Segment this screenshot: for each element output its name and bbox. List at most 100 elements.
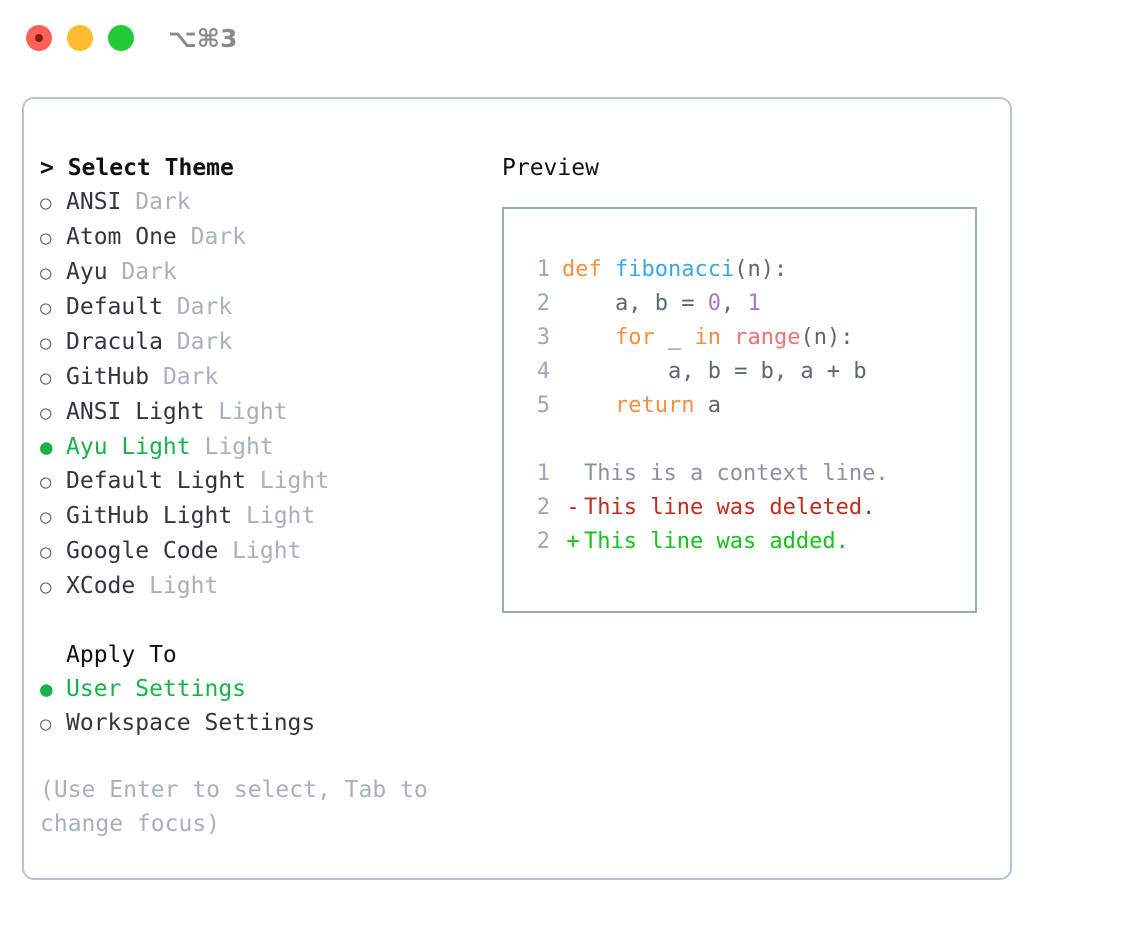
code-token: 1 (747, 291, 761, 316)
diff-line: 2 +This line was added. (520, 525, 975, 559)
code-token: def (562, 257, 615, 282)
zoom-button[interactable] (108, 25, 134, 51)
theme-option-variant: Dark (176, 224, 247, 250)
code-token (721, 325, 734, 350)
line-number: 3 (536, 325, 550, 350)
theme-option-label: XCode (66, 573, 136, 599)
radio-unselected-icon: ○ (40, 262, 52, 284)
select-theme-heading: > Select Theme (40, 155, 234, 181)
theme-option[interactable]: ○GitHub Light Light (40, 499, 480, 534)
code-token: in (694, 325, 721, 350)
apply-to-option[interactable]: ● User Settings (40, 672, 480, 706)
code-line: 1 def fibonacci(n): (520, 253, 975, 287)
apply-to-option-label: User Settings (66, 676, 247, 702)
diff-text: This is a context line. (584, 461, 889, 486)
radio-unselected-icon: ○ (40, 541, 52, 563)
theme-option[interactable]: ○Ayu Dark (40, 255, 480, 290)
line-number: 2 (536, 291, 550, 316)
theme-picker-column: > Select Theme ○ANSI Dark○Atom One Dark○… (40, 151, 480, 841)
code-token: (n): (734, 257, 788, 282)
code-token: return (614, 393, 695, 418)
code-line: 4 a, b = b, a + b (520, 355, 975, 389)
theme-option[interactable]: ○ Dracula Dark (40, 325, 480, 360)
code-line: 5 return a (520, 389, 975, 423)
theme-option[interactable]: ○ Default Dark (40, 290, 480, 325)
theme-option[interactable]: ○ Default Light Light (40, 464, 480, 499)
theme-option[interactable]: ○ANSI Dark (40, 185, 480, 220)
theme-option-variant: Light (218, 538, 302, 564)
radio-selected-icon: ● (40, 677, 53, 701)
code-token (562, 393, 615, 418)
code-token: fibonacci (614, 257, 735, 282)
apply-to-option-label: Workspace Settings (66, 710, 316, 736)
code-token: a, b = b, a + b (562, 359, 867, 384)
apply-to-list: ● User Settings ○ Workspace Settings (40, 672, 480, 741)
line-number: 2 (536, 529, 550, 554)
main-panel: > Select Theme ○ANSI Dark○Atom One Dark○… (22, 97, 1012, 880)
theme-option-variant: Light (204, 399, 288, 425)
line-number: 1 (536, 461, 550, 486)
theme-option[interactable]: ○ XCode Light (40, 569, 480, 604)
diff-marker: - (566, 495, 580, 520)
code-token: range (734, 325, 801, 350)
code-text: return a (562, 389, 721, 423)
diff-text: This line was added. (584, 529, 849, 554)
radio-unselected-icon: ○ (40, 713, 52, 735)
theme-option-variant: Dark (149, 364, 219, 390)
code-token: 0 (707, 291, 721, 316)
theme-option-label: Dracula (66, 329, 163, 355)
diff-text: This line was deleted. (584, 495, 876, 520)
line-number: 4 (536, 359, 550, 384)
radio-unselected-icon: ○ (40, 192, 52, 214)
close-button[interactable] (26, 25, 52, 51)
theme-option-label: Ayu Light (66, 434, 191, 460)
code-text: def fibonacci(n): (562, 253, 787, 287)
theme-option-label: GitHub (66, 364, 150, 390)
code-token (562, 325, 615, 350)
theme-option-label: Default Light (66, 468, 247, 494)
code-token: a (694, 393, 721, 418)
theme-option-variant: Dark (162, 294, 233, 320)
diff-line: 2-This line was deleted. (520, 491, 975, 525)
diff-marker: + (566, 529, 580, 554)
code-token: a, b = (562, 291, 708, 316)
radio-unselected-icon: ○ (40, 332, 52, 354)
apply-to-heading: Apply To (66, 642, 177, 668)
theme-option-label: GitHub Light (66, 503, 233, 529)
theme-option[interactable]: ○Atom One Dark (40, 220, 480, 255)
code-token: _ (654, 325, 695, 350)
theme-option-label: Google Code (66, 538, 219, 564)
preview-title: Preview (502, 155, 599, 181)
radio-unselected-icon: ○ (40, 471, 52, 493)
title-bar: ⌥⌘3 (0, 0, 1140, 78)
theme-option-label: Default (66, 294, 163, 320)
theme-option[interactable]: ○ Google Code Light (40, 534, 480, 569)
theme-option-variant: Light (135, 573, 219, 599)
radio-unselected-icon: ○ (40, 227, 52, 249)
code-token: (n): (800, 325, 854, 350)
radio-selected-icon: ● (40, 435, 53, 459)
radio-unselected-icon: ○ (40, 402, 52, 424)
code-token: for (614, 325, 655, 350)
theme-option[interactable]: ○ ANSI Light Light (40, 395, 480, 430)
minimize-button[interactable] (67, 25, 93, 51)
theme-option-label: Ayu (66, 259, 108, 285)
diff-line: 1 This is a context line. (520, 457, 975, 491)
theme-option-label: ANSI Light (66, 399, 205, 425)
code-text: a, b = 0, 1 (562, 287, 761, 321)
theme-option-variant: Dark (162, 329, 233, 355)
code-text: for _ in range(n): (562, 321, 853, 355)
theme-option[interactable]: ●Ayu Light Light (40, 430, 480, 464)
line-number: 1 (536, 257, 550, 282)
code-line: 2 a, b = 0, 1 (520, 287, 975, 321)
theme-option-variant: Light (246, 468, 330, 494)
radio-unselected-icon: ○ (40, 576, 52, 598)
code-text: a, b = b, a + b (562, 355, 867, 389)
apply-to-option[interactable]: ○ Workspace Settings (40, 706, 480, 741)
radio-unselected-icon: ○ (40, 297, 52, 319)
theme-option[interactable]: ○ GitHub Dark (40, 360, 480, 395)
radio-unselected-icon: ○ (40, 367, 52, 389)
